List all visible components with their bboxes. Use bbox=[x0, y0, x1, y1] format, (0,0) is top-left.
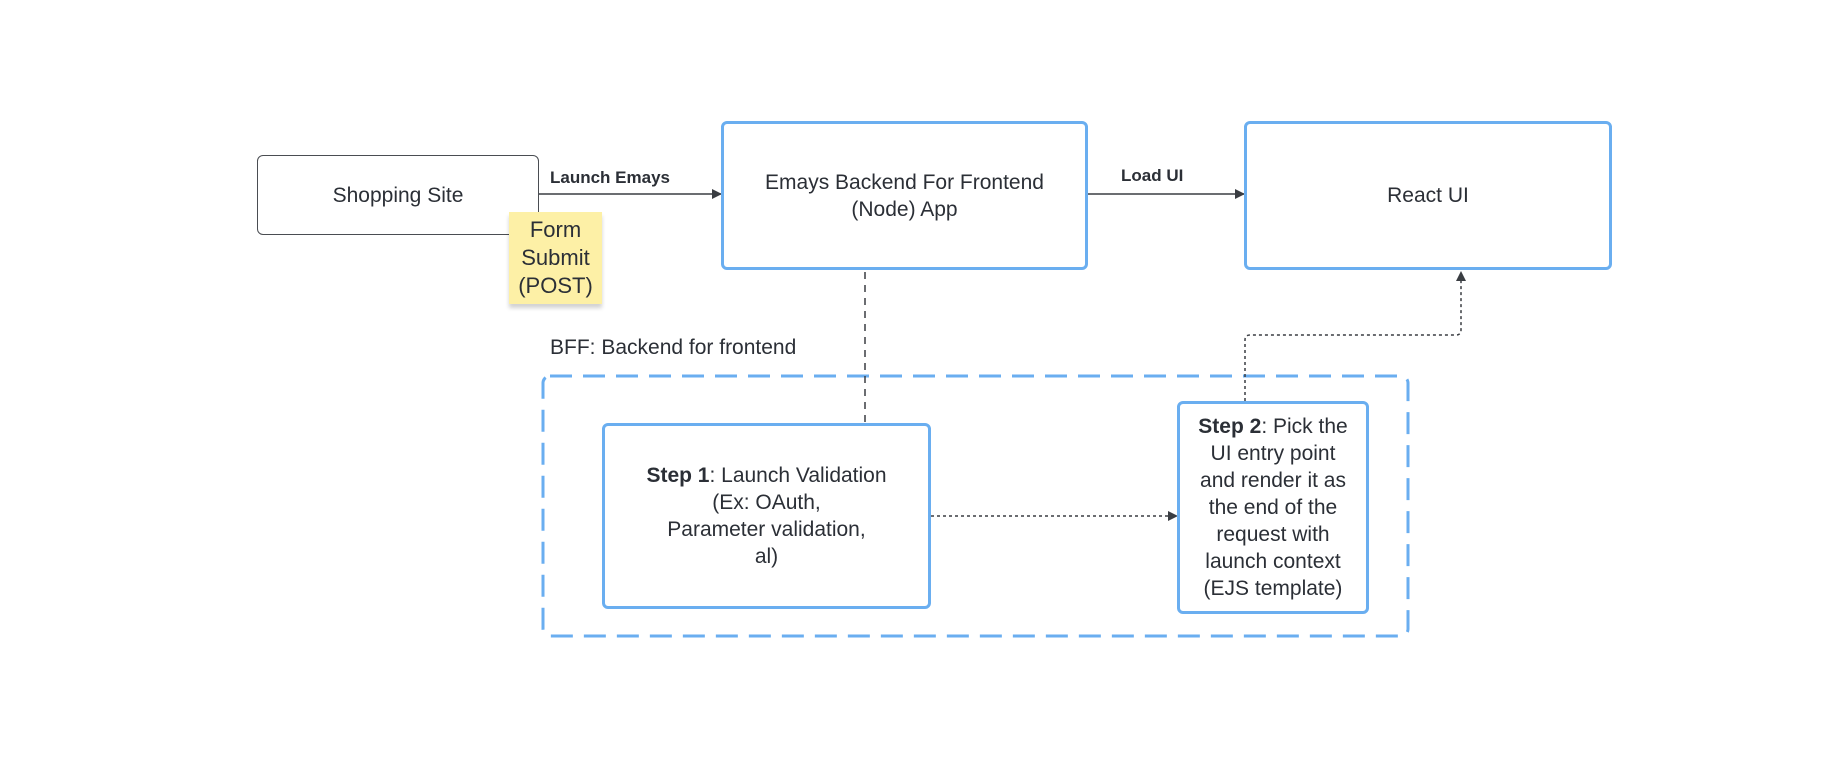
node-shopping-site-label: Shopping Site bbox=[332, 183, 464, 207]
node-step1[interactable]: Step 1: Launch Validation (Ex: OAuth, Pa… bbox=[602, 423, 931, 609]
node-step1-line4: al) bbox=[754, 545, 779, 568]
node-step1-text: : Launch Validation bbox=[709, 464, 887, 487]
node-step1-title: Step 1 bbox=[646, 464, 710, 487]
node-bff-app-line1: Emays Backend For Frontend bbox=[765, 170, 1044, 194]
node-step2-line3: and render it as bbox=[1200, 469, 1346, 492]
node-bff-app[interactable]: Emays Backend For Frontend (Node) App bbox=[721, 121, 1088, 270]
edge-label-launch-emays: Launch Emays bbox=[550, 168, 670, 187]
node-step2-text: : Pick the bbox=[1261, 415, 1348, 438]
sticky-note-form-submit[interactable]: Form Submit (POST) bbox=[509, 212, 602, 304]
bff-group-label: BFF: Backend for frontend bbox=[550, 336, 797, 359]
node-step2-line5: request with bbox=[1216, 523, 1330, 546]
edge-label-load-ui: Load UI bbox=[1121, 166, 1184, 185]
sticky-note-line2: Submit bbox=[521, 245, 590, 270]
node-step1-line2: (Ex: OAuth, bbox=[712, 491, 821, 514]
node-step2-line2: UI entry point bbox=[1210, 442, 1336, 465]
node-step2-line7: (EJS template) bbox=[1203, 577, 1343, 600]
node-step2-line6: launch context bbox=[1205, 550, 1341, 573]
edge-step2-to-react-ui bbox=[1244, 271, 1466, 401]
sticky-note-line1: Form bbox=[529, 217, 582, 242]
sticky-note-line3: (POST) bbox=[518, 273, 593, 298]
node-step2-line4: the end of the bbox=[1208, 496, 1338, 519]
node-react-ui[interactable]: React UI bbox=[1244, 121, 1612, 270]
node-react-ui-label: React UI bbox=[1387, 184, 1469, 207]
node-step1-line3: Parameter validation, bbox=[667, 518, 866, 541]
node-step2[interactable]: Step 2: Pick the UI entry point and rend… bbox=[1177, 401, 1369, 614]
node-bff-app-line2: (Node) App bbox=[851, 197, 958, 221]
node-shopping-site[interactable]: Shopping Site bbox=[257, 155, 539, 235]
node-step2-title: Step 2 bbox=[1198, 415, 1262, 438]
